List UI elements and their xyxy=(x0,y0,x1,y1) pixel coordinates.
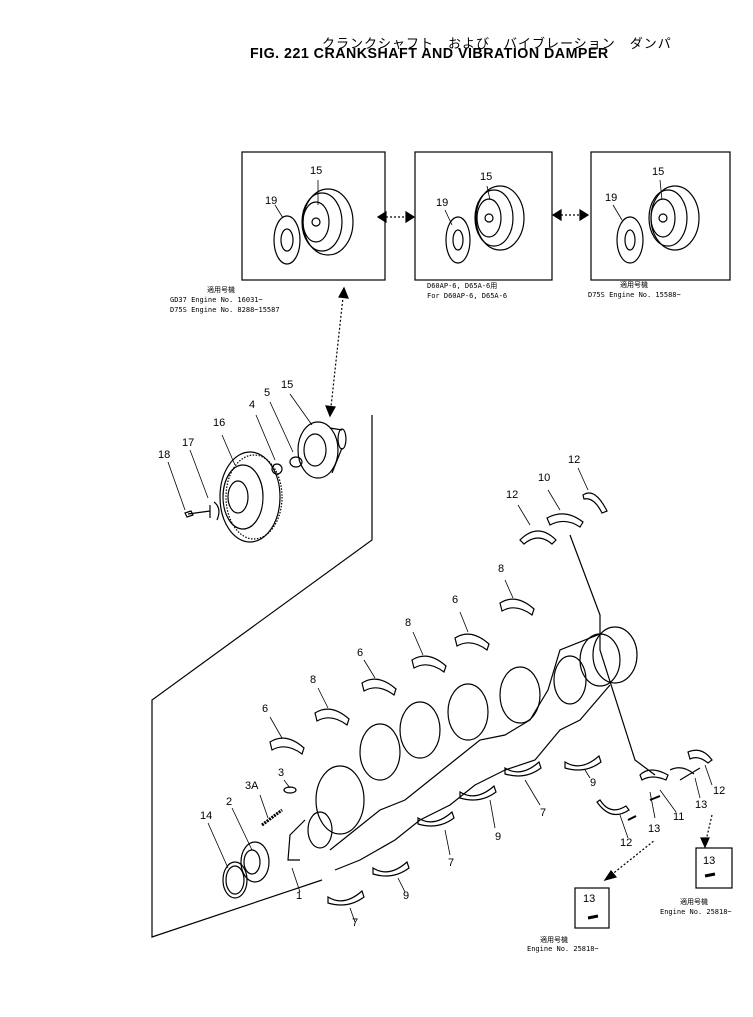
callout-7-c: 7 xyxy=(540,807,547,819)
middle-variant-note-line-1: D60AP-6, D65A-6用 xyxy=(427,282,498,290)
japanese-title: クランクシャフト および バイブレーション ダンパ xyxy=(322,36,672,51)
callout-17: 17 xyxy=(182,437,195,449)
callout-box3-15: 15 xyxy=(652,166,665,178)
callout-11: 11 xyxy=(673,811,685,823)
callout-6-a: 6 xyxy=(452,594,459,606)
figure-title: FIG. 221 CRANKSHAFT AND VIBRATION DAMPER xyxy=(250,45,609,62)
callout-12-bottom: 12 xyxy=(620,837,633,849)
callout-12-top-right: 12 xyxy=(568,454,581,466)
callout-box1-19: 19 xyxy=(265,195,278,207)
callout-box3-19: 19 xyxy=(605,192,618,204)
callout-3: 3 xyxy=(278,767,285,779)
small-parts xyxy=(184,510,733,929)
callout-4: 4 xyxy=(249,399,256,411)
left-variant-note-heading: 適用号機 xyxy=(207,286,235,294)
callout-6-c: 6 xyxy=(262,703,269,715)
callout-9-b: 9 xyxy=(495,831,502,843)
callout-6-b: 6 xyxy=(357,647,364,659)
assembly-outline xyxy=(151,415,373,938)
lower-right-note-line-1: Engine No. 25818~ xyxy=(660,908,732,916)
callout-13-b: 13 xyxy=(695,799,708,811)
variant-box-3 xyxy=(590,151,731,281)
callout-12-right: 12 xyxy=(713,785,726,797)
callout-5: 5 xyxy=(264,387,271,399)
callout-13-boxed-center: 13 xyxy=(583,893,596,905)
callout-1: 1 xyxy=(296,890,303,902)
right-variant-note-heading: 適用号機 xyxy=(620,281,648,289)
callout-7-a: 7 xyxy=(352,917,359,929)
box1-pulley xyxy=(301,188,354,256)
lower-center-note-heading: 適用号機 xyxy=(540,936,568,944)
callout-box2-15: 15 xyxy=(480,171,493,183)
right-variant-note-line-1: D75S Engine No. 15588~ xyxy=(588,291,681,299)
lower-right-note-heading: 適用号機 xyxy=(680,898,708,906)
left-variant-note-line-2: D75S Engine No. 8288~15587 xyxy=(170,306,280,314)
callout-10: 10 xyxy=(538,472,551,484)
double-arrow-1-2 xyxy=(376,210,416,224)
callout-13-a: 13 xyxy=(648,823,661,835)
callout-8-c: 8 xyxy=(310,674,317,686)
double-arrow-2-3 xyxy=(551,208,590,222)
callout-12-top-left: 12 xyxy=(506,489,519,501)
callout-3A: 3A xyxy=(245,780,259,792)
callout-box1-15: 15 xyxy=(310,165,323,177)
box2-pulley xyxy=(474,185,525,251)
callout-9-c: 9 xyxy=(590,777,597,789)
damper-assembly xyxy=(187,421,347,543)
bearing-shells xyxy=(269,492,713,906)
callout-13-boxed-right: 13 xyxy=(703,855,716,867)
callout-9-a: 9 xyxy=(403,890,410,902)
left-variant-note-line-1: GD37 Engine No. 16031~ xyxy=(170,296,263,304)
leader-lines xyxy=(167,179,713,923)
middle-variant-note-line-2: For D60AP-6, D65A-6 xyxy=(427,292,508,300)
double-arrow-vertical xyxy=(325,286,349,418)
box3-pulley xyxy=(648,185,700,251)
callout-16: 16 xyxy=(213,417,226,429)
callout-box2-19: 19 xyxy=(436,197,449,209)
callout-14: 14 xyxy=(200,810,213,822)
variant-box-2 xyxy=(414,151,553,281)
callout-7-b: 7 xyxy=(448,857,455,869)
box3-damper-plate xyxy=(616,216,644,264)
callout-8-a: 8 xyxy=(498,563,505,575)
callout-2: 2 xyxy=(226,796,233,808)
callout-15: 15 xyxy=(281,379,294,391)
box1-damper-plate xyxy=(273,215,301,265)
callout-8-b: 8 xyxy=(405,617,412,629)
box2-damper-plate xyxy=(445,216,471,264)
crankshaft xyxy=(222,626,638,899)
callout-18: 18 xyxy=(158,449,171,461)
crankshaft-guide-line xyxy=(569,534,656,776)
lower-center-note-line-1: Engine No. 25818~ xyxy=(527,945,599,953)
